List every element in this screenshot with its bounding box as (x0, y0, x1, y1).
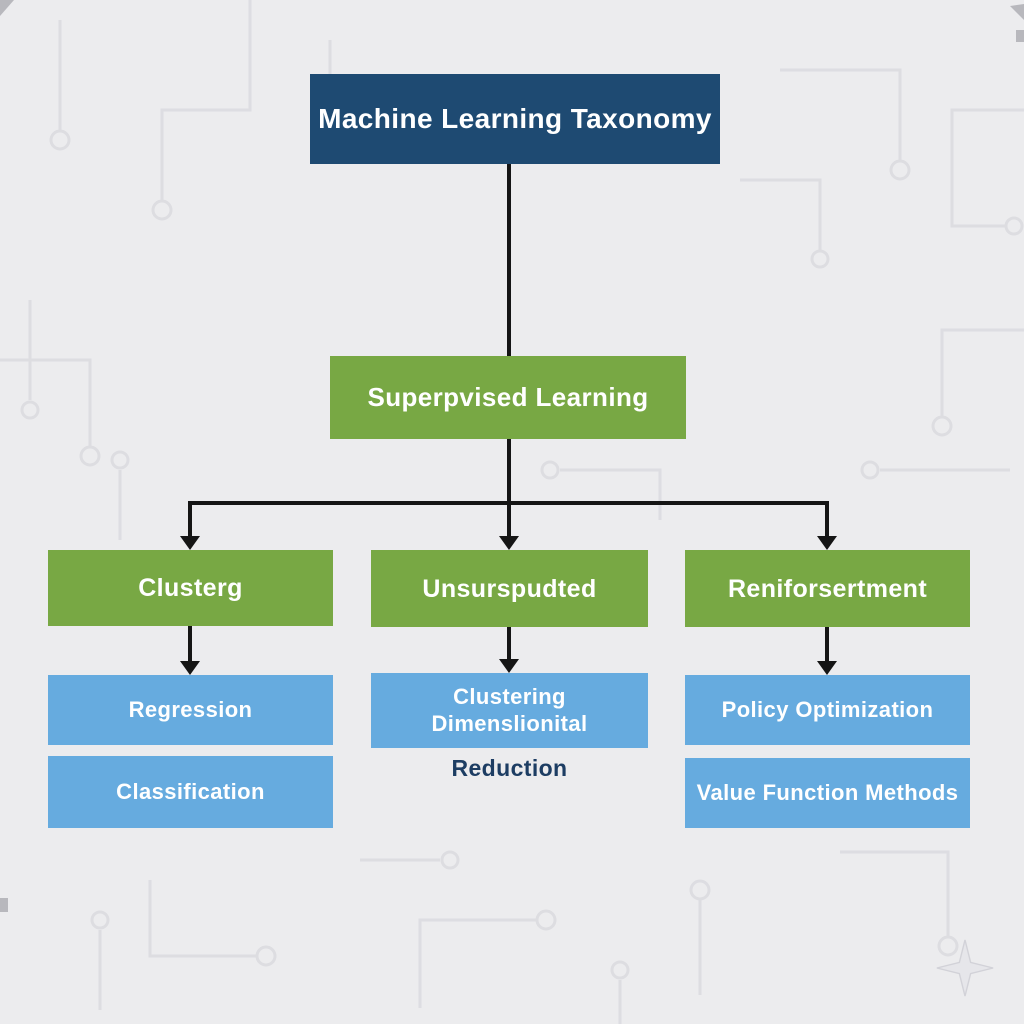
node-value-function-methods-label: Value Function Methods (696, 779, 959, 805)
node-branch-right-label: Reniforsertment (727, 574, 928, 603)
node-clustering-dimensional: Clustering Dimenslionital (371, 673, 648, 748)
node-value-function-methods: Value Function Methods (685, 758, 970, 828)
node-policy-optimization: Policy Optimization (685, 675, 970, 745)
node-level1: Superpvised Learning (330, 356, 686, 439)
sparkle-icon (936, 939, 994, 997)
node-branch-left: Clusterg (48, 550, 333, 626)
arrowhead-left-children (180, 661, 200, 675)
node-clustering-line1: Clustering (453, 684, 566, 710)
connector-right-to-children (825, 627, 829, 661)
arrowhead-branch-left (180, 536, 200, 550)
connector-branch-middle (507, 501, 511, 538)
node-regression: Regression (48, 675, 333, 745)
arrowhead-branch-right (817, 536, 837, 550)
connector-branch-left (188, 501, 192, 538)
node-reduction-overflow-text: Reduction (451, 755, 568, 781)
node-branch-right: Reniforsertment (685, 550, 970, 627)
node-branch-middle-label: Unsurspudted (422, 574, 597, 603)
node-policy-optimization-label: Policy Optimization (721, 696, 934, 722)
connector-left-to-children (188, 626, 192, 662)
node-classification: Classification (48, 756, 333, 828)
connector-root-to-level1 (507, 163, 511, 358)
arrowhead-middle-children (499, 659, 519, 673)
arrowhead-branch-middle (499, 536, 519, 550)
connector-branch-right (825, 501, 829, 538)
node-root: Machine Learning Taxonomy (310, 74, 720, 164)
node-branch-middle: Unsurspudted (371, 550, 648, 627)
connector-middle-to-children (507, 627, 511, 660)
node-clustering-line2: Dimenslionital (431, 710, 588, 736)
node-level1-label: Superpvised Learning (367, 381, 649, 412)
node-branch-left-label: Clusterg (138, 574, 243, 602)
node-classification-label: Classification (116, 778, 265, 804)
arrowhead-right-children (817, 661, 837, 675)
node-regression-label: Regression (128, 696, 253, 722)
connector-level1-to-trunk (507, 437, 511, 505)
node-root-label: Machine Learning Taxonomy (318, 103, 712, 135)
